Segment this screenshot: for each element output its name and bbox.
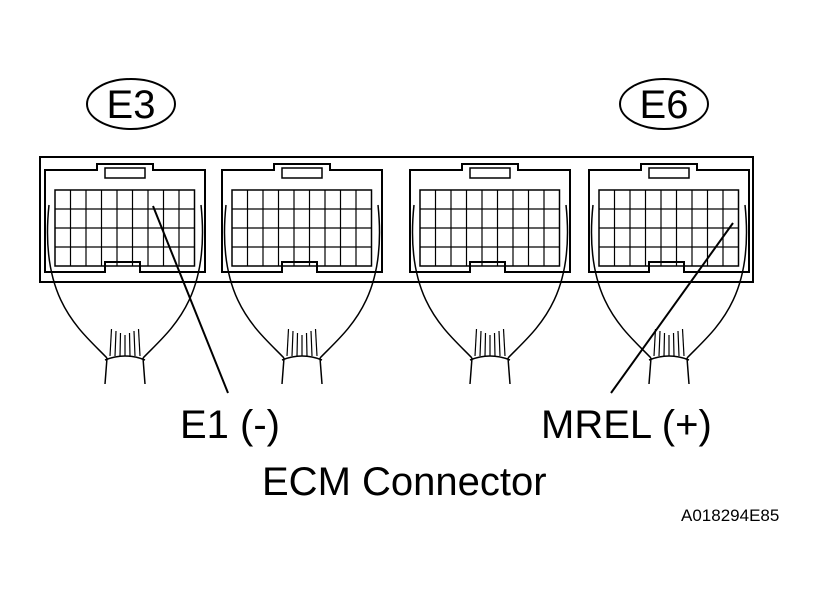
latch-tab <box>281 167 323 179</box>
e1-leader-line <box>152 205 229 394</box>
wire-strand <box>498 330 501 357</box>
figure-id: A018294E85 <box>681 506 780 525</box>
harness-tube <box>469 357 511 385</box>
wire-strand <box>672 332 675 357</box>
harness-tube <box>281 357 323 385</box>
harness-tube <box>104 357 146 385</box>
harness-outline-left <box>223 204 285 359</box>
harness-outline-right <box>142 204 204 359</box>
connector-block <box>44 163 206 273</box>
wire-strand <box>305 332 308 357</box>
latch-tab <box>469 167 511 179</box>
wire-strand <box>114 330 117 357</box>
block-outline <box>221 163 383 273</box>
wire-strand <box>109 328 113 357</box>
e6-code-label: E6 <box>639 83 689 127</box>
wire-strand <box>314 328 318 357</box>
connector-block <box>588 163 750 273</box>
block-outline <box>588 163 750 273</box>
block-outline <box>409 163 571 273</box>
e6-code-oval <box>619 78 709 130</box>
wire-strand <box>493 332 496 357</box>
mrel-terminal-label: MREL (+) <box>541 403 712 447</box>
connector-blocks <box>44 163 750 273</box>
mrel-leader-line <box>610 222 734 394</box>
wire-strand <box>128 332 131 357</box>
connector-block <box>221 163 383 273</box>
wire-strand <box>291 330 294 357</box>
harness-tube <box>648 357 690 385</box>
block-outline <box>44 163 206 273</box>
wire-strand <box>474 328 478 357</box>
harness-tube-top <box>648 355 690 361</box>
wire-strand <box>286 328 290 357</box>
e3-code-label: E3 <box>106 83 156 127</box>
wire-harness <box>411 204 569 385</box>
wire-strand <box>296 332 299 357</box>
wire-strand <box>658 330 661 357</box>
harness-tube-top <box>104 355 146 361</box>
connector-block <box>409 163 571 273</box>
harness-tube-top <box>469 355 511 361</box>
harness-outline-right <box>319 204 381 359</box>
wire-strand <box>681 328 685 357</box>
latch-tab <box>104 167 146 179</box>
wire-strand <box>653 328 657 357</box>
wire-harness <box>46 204 204 385</box>
harness-outline-left <box>411 204 473 359</box>
e3-code-oval <box>86 78 176 130</box>
wire-strand <box>502 328 506 357</box>
wire-strand <box>677 330 680 357</box>
wire-strand <box>479 330 482 357</box>
latch-tab <box>648 167 690 179</box>
wire-strand <box>137 328 141 357</box>
harness-outline-left <box>46 204 108 359</box>
harness-outline-right <box>686 204 748 359</box>
ecm-housing <box>39 156 754 283</box>
wire-harness <box>590 204 748 385</box>
harness-tube-top <box>281 355 323 361</box>
wire-strand <box>133 330 136 357</box>
e1-terminal-label: E1 (-) <box>180 403 280 447</box>
harness-outline-left <box>590 204 652 359</box>
wire-harness <box>223 204 381 385</box>
wire-strand <box>484 332 487 357</box>
wire-strand <box>663 332 666 357</box>
wire-strand <box>310 330 313 357</box>
harness-outline-right <box>507 204 569 359</box>
wire-harnesses <box>46 204 748 385</box>
wire-strand <box>119 332 122 357</box>
diagram-caption: ECM Connector <box>262 460 547 504</box>
